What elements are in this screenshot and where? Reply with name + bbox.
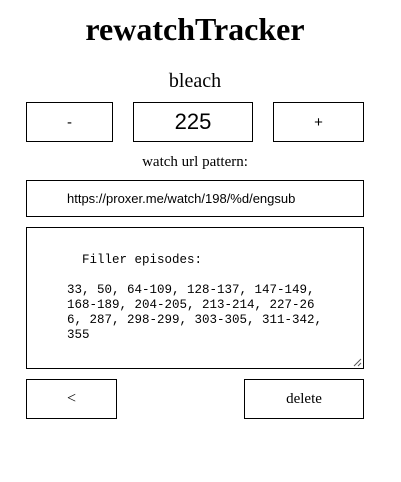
notes-text: Filler episodes: 33, 50, 64-109, 128-137…	[67, 253, 323, 342]
url-pattern-label: watch url pattern:	[142, 154, 248, 170]
resize-grip-icon[interactable]	[353, 358, 362, 367]
delete-button[interactable]: delete	[244, 379, 364, 419]
back-button[interactable]: <	[26, 379, 117, 419]
episode-counter: 225	[133, 102, 253, 142]
app-title: rewatchTracker	[85, 11, 305, 47]
decrement-button[interactable]: -	[26, 102, 113, 142]
notes-textarea[interactable]: Filler episodes: 33, 50, 64-109, 128-137…	[26, 227, 364, 369]
url-pattern-input[interactable]	[26, 180, 364, 217]
increment-button[interactable]: +	[273, 102, 364, 142]
show-name: bleach	[168, 70, 222, 92]
